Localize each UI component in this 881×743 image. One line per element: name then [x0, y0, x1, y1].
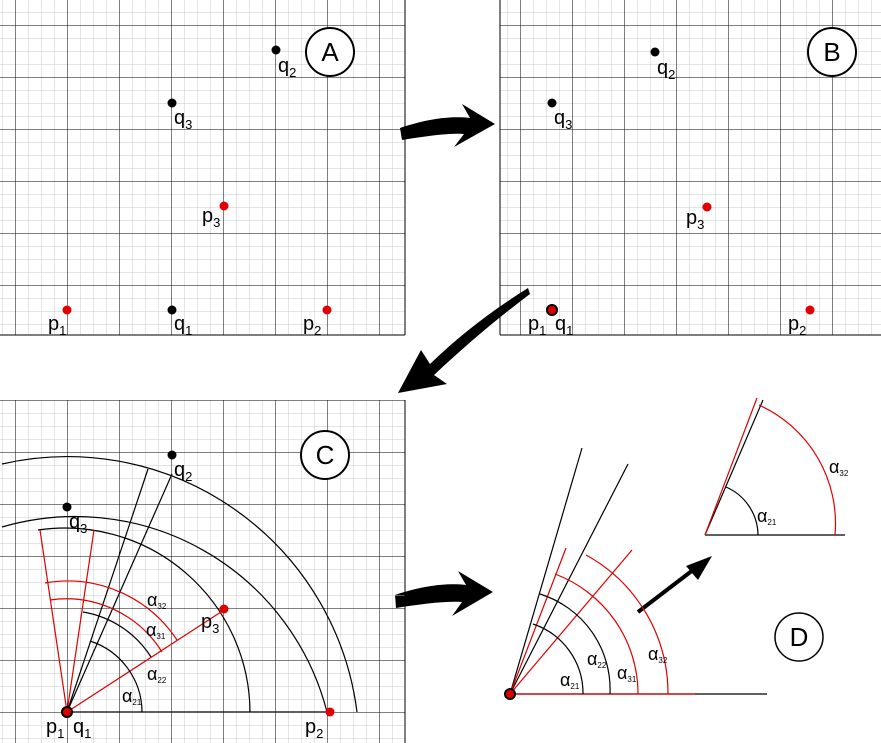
angle-arc-a31	[49, 598, 163, 653]
label-alpha22: α22	[147, 664, 167, 685]
point-p3	[702, 202, 712, 212]
d-angle-arc-a32	[585, 554, 669, 695]
point-q3	[547, 98, 557, 108]
panel-d-badge	[774, 612, 824, 662]
d-origin-point	[504, 688, 516, 700]
point-q1	[167, 305, 177, 315]
d-angle-arc-a21	[532, 623, 584, 695]
point-p3	[219, 604, 229, 614]
label-q1: q1	[555, 313, 573, 338]
label-q3: q3	[69, 511, 87, 536]
arrow-down-left-icon	[398, 288, 530, 393]
arrow-right-icon	[395, 571, 493, 616]
d-line-q2b	[509, 463, 629, 695]
d-label-alpha32: α32	[648, 644, 668, 665]
arc-radius-q2	[1, 456, 358, 713]
label-alpha31: α31	[146, 620, 166, 641]
d-label-alpha21: α21	[560, 670, 580, 691]
segment-p1-q2	[66, 468, 149, 713]
label-p3: p3	[201, 611, 219, 636]
point-p2	[805, 305, 815, 315]
angle-arc-a32	[44, 580, 178, 641]
label-p2: p2	[305, 716, 323, 741]
label-q2: q2	[278, 55, 296, 80]
label-p1: p1	[48, 313, 66, 338]
label-p1: p1	[46, 716, 64, 741]
segment-p1-p3	[66, 609, 225, 713]
point-q2	[167, 450, 177, 460]
label-p1: p1	[528, 313, 546, 338]
arc-radius-p3	[37, 527, 251, 713]
d-angle-arc-a31	[554, 573, 639, 695]
label-q1: q1	[73, 716, 91, 741]
panel-a: A q2 q3 p3 p1 q1 p2	[0, 0, 406, 338]
label-q3: q3	[174, 107, 192, 132]
label-q1: q1	[174, 313, 192, 338]
angle-arc-a22	[82, 611, 152, 658]
d-inset-label-alpha32: α32	[829, 457, 849, 478]
label-q3: q3	[554, 107, 572, 132]
panel-b-badge	[807, 27, 857, 77]
panel-d: D α21 α22 α31 α32 α21 α32	[504, 397, 849, 700]
d-line-red-2	[509, 549, 633, 695]
d-angle-arc-a22	[539, 593, 611, 695]
point-p2	[322, 305, 332, 315]
label-alpha21: α21	[122, 686, 142, 707]
point-q2	[271, 45, 281, 55]
angle-arc-a21	[89, 640, 143, 713]
label-alpha32: α32	[147, 590, 167, 611]
point-q3	[167, 98, 177, 108]
d-line-q2a	[509, 447, 583, 695]
d-label-alpha31: α31	[617, 663, 637, 684]
d-inset-arc-a32	[758, 404, 837, 536]
d-inset-line-black	[704, 399, 764, 536]
arrow-up-right-icon	[636, 556, 712, 614]
panel-b-label: B	[823, 37, 840, 67]
label-p3: p3	[202, 205, 220, 230]
d-label-alpha22: α22	[587, 649, 607, 670]
label-q2: q2	[174, 459, 192, 484]
panel-d-label: D	[790, 622, 809, 652]
d-inset-arc-a21	[725, 486, 759, 536]
point-q3	[62, 502, 72, 512]
panel-c-label: C	[316, 440, 335, 470]
d-inset-label-alpha21: α21	[757, 506, 777, 527]
segment-p1-q3a	[39, 529, 68, 713]
point-q2	[650, 47, 660, 57]
panel-b: B q2 q3 p3 p1 q1 p2	[499, 0, 881, 338]
point-p1	[62, 305, 72, 315]
segment-p1-q2b	[66, 473, 173, 713]
panel-c-badge	[300, 430, 350, 480]
panel-a-label: A	[321, 37, 339, 67]
arc-radius-p2	[1, 515, 328, 713]
point-p1q1	[546, 304, 558, 316]
point-p3	[219, 201, 229, 211]
label-q2: q2	[657, 57, 675, 82]
label-p2: p2	[303, 313, 321, 338]
d-inset-line-red	[704, 397, 758, 536]
panel-c: C α21 α22 α31 α32 q2 q3 p3 p1 q1	[0, 400, 406, 743]
segment-p1-q3b	[66, 529, 95, 713]
d-line-red-1	[509, 547, 567, 695]
point-p1q1	[61, 706, 73, 718]
panel-a-badge	[305, 27, 355, 77]
label-p3: p3	[686, 207, 704, 232]
point-p2	[325, 707, 335, 717]
label-p2: p2	[788, 313, 806, 338]
arrow-right-icon	[400, 104, 495, 147]
